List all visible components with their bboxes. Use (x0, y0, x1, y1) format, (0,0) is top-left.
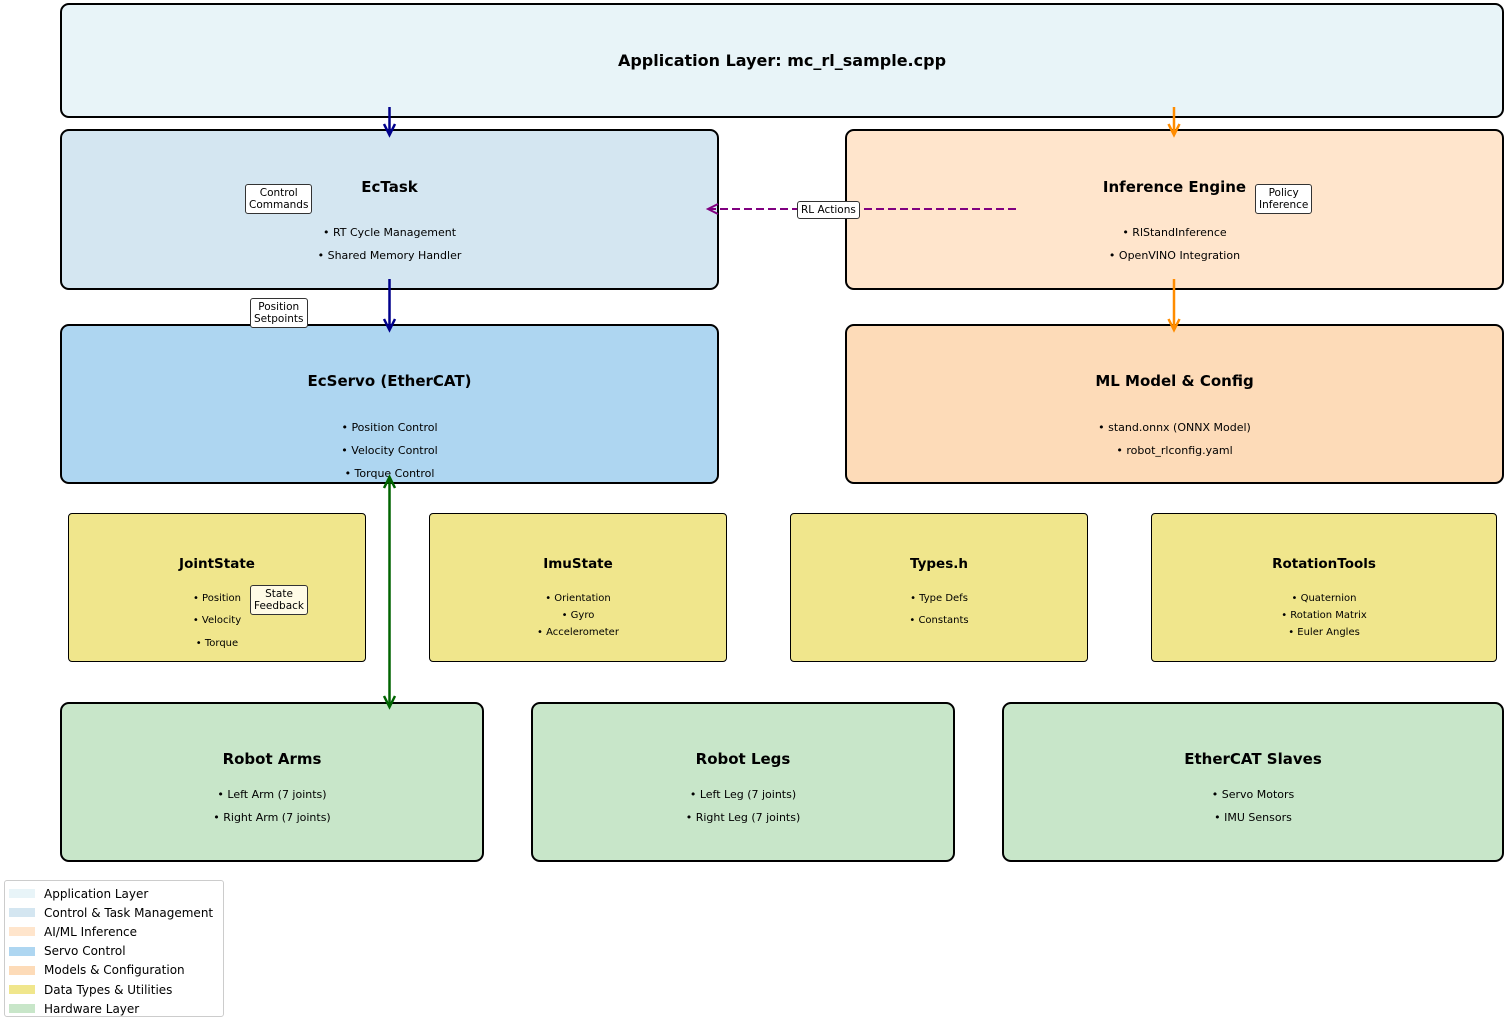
arrow-app-to-inference (1167, 107, 1181, 138)
rotationtools-item: • Quaternion (1291, 593, 1357, 604)
arrow-app-to-ectask (382, 107, 397, 138)
robot-arms-title: Robot Arms (222, 750, 322, 768)
robot-arms-item: • Right Arm (7 joints) (213, 811, 331, 824)
imustate-item: • Gyro (561, 610, 595, 621)
legend-swatch (9, 927, 35, 937)
types-title: Types.h (909, 556, 968, 572)
ethercat-slaves-item: • IMU Sensors (1214, 811, 1292, 824)
legend-label: Application Layer (44, 886, 149, 901)
ecservo-item: • Velocity Control (341, 444, 438, 457)
legend-entry: Servo Control (5, 942, 223, 961)
application-layer-box: Application Layer: mc_rl_sample.cpp (60, 3, 1504, 118)
label-rl-actions: RL Actions (797, 201, 860, 219)
imustate-item: • Orientation (545, 593, 611, 604)
legend: Application Layer Control & Task Managem… (4, 880, 224, 1017)
legend-entry: Models & Configuration (5, 961, 223, 980)
robot-legs-item: • Right Leg (7 joints) (685, 811, 801, 824)
legend-label: Servo Control (44, 944, 126, 959)
robot-arms-box: Robot Arms • Left Arm (7 joints) • Right… (60, 702, 484, 862)
imustate-box: ImuState • Orientation • Gyro • Accelero… (429, 513, 727, 662)
types-item: • Type Defs (910, 593, 968, 604)
robot-arms-item: • Left Arm (7 joints) (217, 788, 327, 801)
label-position-setpoints: Position Setpoints (250, 298, 308, 328)
jointstate-item: • Velocity (192, 615, 242, 626)
rotationtools-item: • Rotation Matrix (1281, 610, 1367, 621)
legend-entry: AI/ML Inference (5, 922, 223, 941)
ecservo-item: • Torque Control (344, 467, 435, 480)
rotationtools-item: • Euler Angles (1288, 627, 1360, 638)
ectask-item: • RT Cycle Management (322, 226, 457, 239)
application-layer-title: Application Layer: mc_rl_sample.cpp (617, 51, 947, 70)
inference-engine-item: • OpenVINO Integration (1108, 249, 1241, 262)
inference-engine-title: Inference Engine (1102, 178, 1247, 196)
robot-legs-item: • Left Leg (7 joints) (689, 788, 797, 801)
rotationtools-title: RotationTools (1272, 556, 1376, 572)
types-box: Types.h • Type Defs • Constants (790, 513, 1088, 662)
legend-entry: Hardware Layer (5, 999, 223, 1018)
legend-swatch (9, 1004, 35, 1014)
legend-label: Control & Task Management (44, 905, 214, 920)
legend-label: Data Types & Utilities (44, 982, 173, 997)
imustate-title: ImuState (543, 556, 613, 572)
legend-swatch (9, 908, 35, 918)
label-control-commands: Control Commands (245, 184, 313, 214)
legend-label: Hardware Layer (44, 1001, 140, 1016)
ethercat-slaves-title: EtherCAT Slaves (1184, 750, 1322, 768)
robot-legs-box: Robot Legs • Left Leg (7 joints) • Right… (531, 702, 955, 862)
legend-entry: Data Types & Utilities (5, 980, 223, 999)
ml-model-title: ML Model & Config (1095, 372, 1254, 390)
legend-swatch (9, 946, 35, 956)
inference-engine-item: • RlStandInference (1122, 226, 1227, 239)
legend-label: Models & Configuration (44, 963, 185, 978)
legend-swatch (9, 965, 35, 975)
robot-legs-title: Robot Legs (695, 750, 791, 768)
legend-swatch (9, 985, 35, 995)
imustate-item: • Accelerometer (537, 627, 619, 638)
jointstate-item: • Position (192, 593, 241, 604)
ethercat-slaves-box: EtherCAT Slaves • Servo Motors • IMU Sen… (1002, 702, 1504, 862)
jointstate-title: JointState (179, 556, 255, 572)
legend-swatch (9, 889, 35, 899)
legend-entry: Application Layer (5, 884, 223, 903)
ecservo-box: EcServo (EtherCAT) • Position Control • … (60, 324, 719, 484)
rotationtools-box: RotationTools • Quaternion • Rotation Ma… (1151, 513, 1497, 662)
ecservo-item: • Position Control (341, 421, 438, 434)
legend-label: AI/ML Inference (44, 924, 138, 939)
arrow-rl-actions (705, 203, 1016, 215)
ethercat-slaves-item: • Servo Motors (1211, 788, 1295, 801)
arrow-state-feedback (382, 474, 397, 710)
jointstate-box: JointState • Position • Velocity • Torqu… (68, 513, 366, 662)
label-policy-inference: Policy Inference (1255, 184, 1313, 214)
ectask-box: EcTask • RT Cycle Management • Shared Me… (60, 129, 719, 290)
ecservo-title: EcServo (EtherCAT) (307, 372, 472, 390)
legend-entry: Control & Task Management (5, 903, 223, 922)
jointstate-item: • Torque (195, 638, 239, 649)
label-state-feedback: State Feedback (250, 585, 309, 615)
arrow-inference-to-mlmodel (1167, 279, 1181, 333)
ml-model-item: • robot_rlconfig.yaml (1116, 444, 1233, 457)
arrow-ectask-to-ecservo (382, 279, 397, 333)
types-item: • Constants (909, 615, 969, 626)
ectask-title: EcTask (361, 178, 418, 196)
inference-engine-box: Inference Engine • RlStandInference • Op… (845, 129, 1504, 290)
ml-model-item: • stand.onnx (ONNX Model) (1098, 421, 1251, 434)
ectask-item: • Shared Memory Handler (317, 249, 462, 262)
